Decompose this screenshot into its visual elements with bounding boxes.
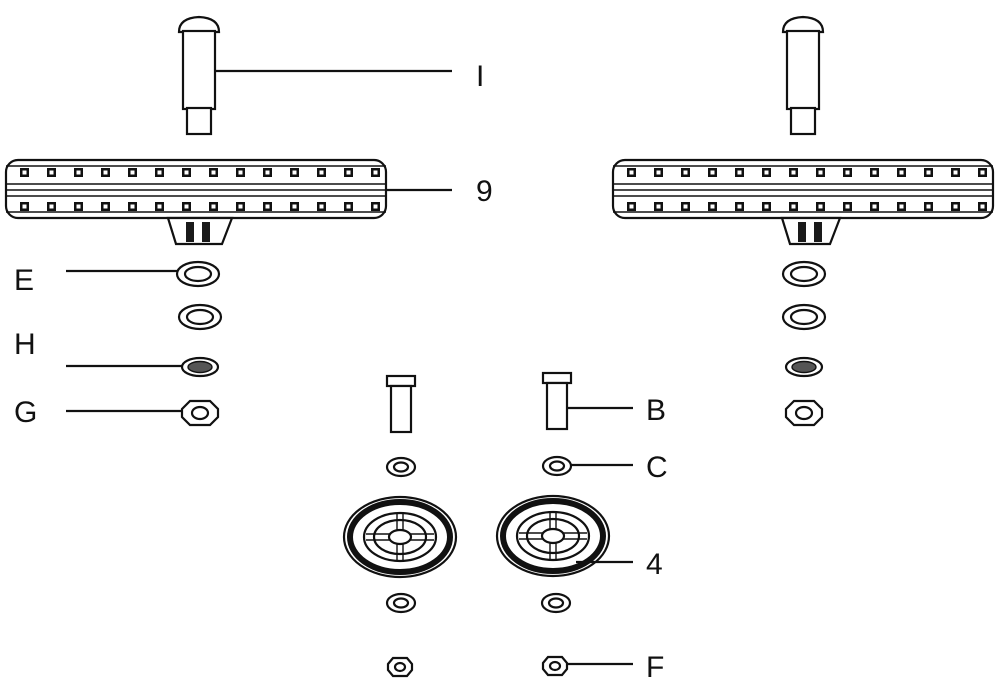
roller-tooth-slot [346,170,351,175]
roller-tooth-slot [22,170,27,175]
roller-tooth-slot [373,170,378,175]
roller-tooth-slot [791,170,796,175]
roller-tooth-slot [737,204,742,209]
lock-washer-icon [180,356,220,378]
roller-tooth-slot [737,170,742,175]
roller-tooth-slot [265,170,270,175]
roller-tooth-slot [157,204,162,209]
callout-label-nut-large: G [14,396,37,429]
roller-tooth-slot [926,204,931,209]
roller-tooth-slot [926,170,931,175]
callout-label-washer-small: C [646,451,668,484]
roller-tooth-slot [157,170,162,175]
roller-tooth-slot [845,170,850,175]
roller-tooth-slot [265,204,270,209]
roller-tooth-slot [22,204,27,209]
roller-tooth-slot [791,204,796,209]
callout-label-nut-small: F [646,651,664,684]
wheel-icon [344,497,456,577]
roller-tooth-slot [373,204,378,209]
bolt-icon [385,374,417,434]
roller-tooth-slot [184,170,189,175]
roller-tooth-slot [953,204,958,209]
washer-icon [385,456,417,478]
roller-tooth-slot [629,204,634,209]
roller-tooth-slot [130,170,135,175]
roller-tooth-slot [629,170,634,175]
roller-tooth-slot [346,204,351,209]
roller-tooth-slot [656,170,661,175]
roller-tooth-slot [818,204,823,209]
roller-tooth-slot [683,204,688,209]
washer-icon [385,592,417,614]
roller-tooth-slot [238,204,243,209]
callout-label-wheel: 4 [646,548,663,581]
roller-tooth-slot [953,170,958,175]
roller-bar-left [4,158,388,246]
roller-tooth-slot [899,170,904,175]
roller-tooth-slot [319,204,324,209]
washer-icon [177,303,223,331]
washer-icon [175,260,221,288]
roller-tooth-slot [764,170,769,175]
wheel-icon [497,496,609,576]
callout-label-washer-large: E [14,264,34,297]
washer-icon [781,303,827,331]
lock-washer-icon [784,356,824,378]
callout-label-pin: I [476,60,484,93]
roller-tooth-slot [76,170,81,175]
roller-tooth-slot [764,204,769,209]
hex-nut-icon [784,399,824,427]
hex-nut-icon [541,655,569,677]
callout-label-roller-bar: 9 [476,175,493,208]
roller-tooth-slot [980,204,985,209]
roller-tooth-slot [319,170,324,175]
roller-tooth-slot [238,170,243,175]
roller-tooth-slot [899,204,904,209]
bolt-icon [541,371,573,431]
roller-tooth-slot [845,204,850,209]
roller-tooth-slot [683,170,688,175]
leader-lines [66,69,633,666]
roller-tooth-slot [872,204,877,209]
roller-tooth-slot [292,170,297,175]
roller-tooth-slot [184,204,189,209]
roller-tooth-slot [211,170,216,175]
washer-icon [781,260,827,288]
roller-tooth-slot [818,170,823,175]
roller-tooth-slot [656,204,661,209]
callout-label-bolt: B [646,394,666,427]
roller-bar-right [611,158,995,246]
washer-icon [540,592,572,614]
roller-tooth-slot [710,204,715,209]
pin-right [781,15,825,136]
roller-tooth-slot [76,204,81,209]
roller-tooth-slot [49,204,54,209]
roller-tooth-slot [872,170,877,175]
roller-tooth-slot [710,170,715,175]
roller-tooth-slot [49,170,54,175]
roller-tooth-slot [103,204,108,209]
hex-nut-icon [180,399,220,427]
hex-nut-icon [386,656,414,678]
pin-left [177,15,221,136]
washer-icon [541,455,573,477]
roller-tooth-slot [130,204,135,209]
roller-tooth-slot [980,170,985,175]
roller-tooth-slot [211,204,216,209]
roller-tooth-slot [103,170,108,175]
roller-tooth-slot [292,204,297,209]
callout-label-lock-washer: H [14,328,36,361]
